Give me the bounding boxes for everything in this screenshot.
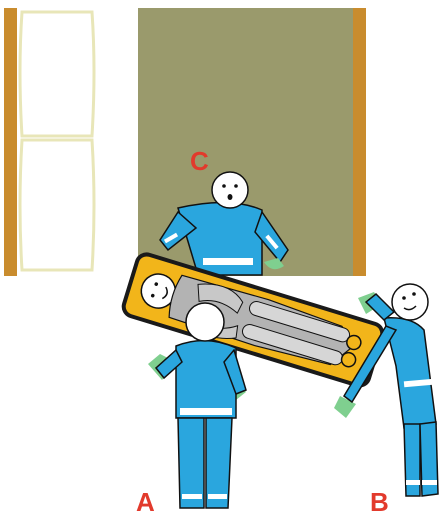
label-b: B bbox=[370, 487, 389, 517]
label-c: C bbox=[190, 146, 209, 176]
bed-frame-left bbox=[4, 8, 17, 276]
pillow-top bbox=[20, 12, 94, 136]
bed-frame-right bbox=[353, 8, 366, 276]
rescuer-b-head bbox=[392, 284, 428, 320]
label-a: A bbox=[136, 487, 155, 517]
rescuer-a-head bbox=[186, 303, 224, 341]
rescuer-c-head bbox=[212, 172, 248, 208]
pillow-bottom bbox=[20, 140, 94, 270]
